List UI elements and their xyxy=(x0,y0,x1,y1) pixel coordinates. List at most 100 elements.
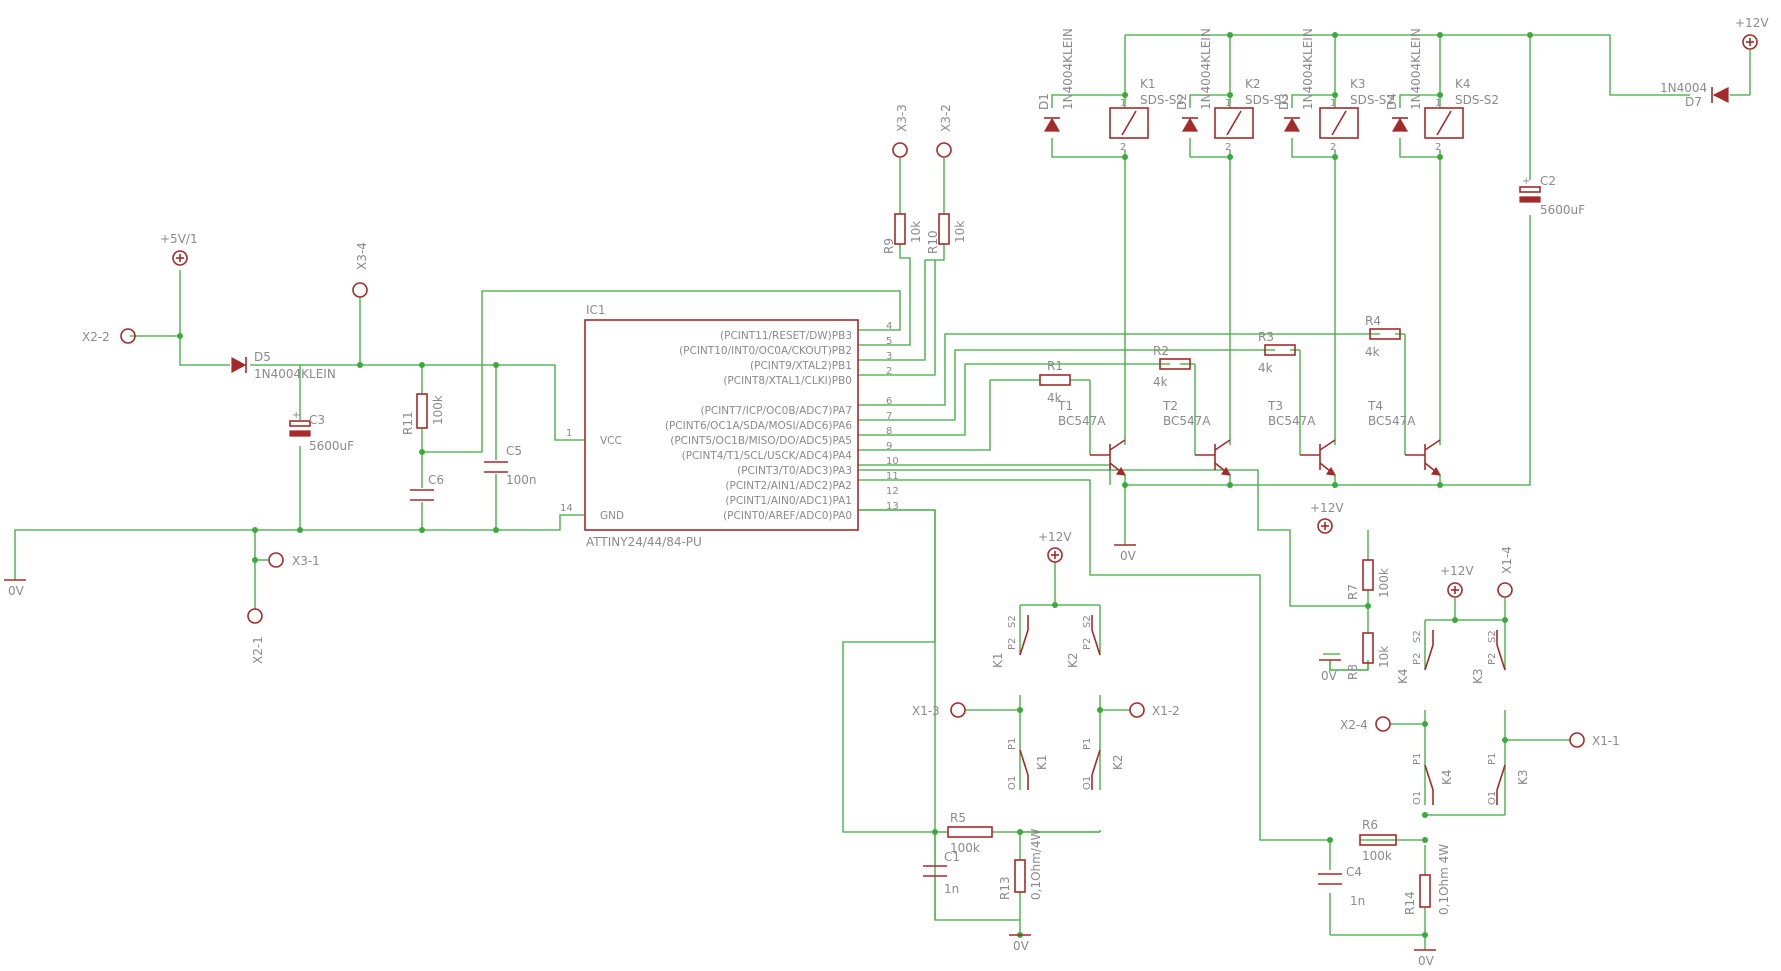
svg-text:P1: P1 xyxy=(1487,753,1498,765)
resistor-r7: R7 100k xyxy=(1346,559,1391,600)
transistor-t2: T2 BC547A xyxy=(1162,399,1232,485)
ic-pin-num: 10 xyxy=(886,456,899,467)
component-ref: T1 xyxy=(1057,399,1073,413)
component-value: 100n xyxy=(506,473,537,487)
connector-x3-2: X3-2 xyxy=(936,104,953,158)
component-ref: R13 xyxy=(998,876,1012,900)
svg-text:2: 2 xyxy=(1225,142,1231,153)
ic-pin-name: (PCINT10/INT0/OC0A/CKOUT)PB2 xyxy=(679,345,852,357)
ground-label: 0V xyxy=(1013,939,1030,953)
component-value: 1n xyxy=(1350,894,1365,908)
svg-text:O1: O1 xyxy=(1082,776,1093,790)
relay-k1: 12 K1 SDS-S2 xyxy=(1109,77,1184,153)
svg-text:P1: P1 xyxy=(1082,738,1093,750)
supply-12v-label: +12V xyxy=(1440,564,1474,578)
contact-k3-lower: P1 O1 K3 xyxy=(1487,753,1530,805)
contact-ref: K1 xyxy=(1035,754,1049,770)
svg-text:1: 1 xyxy=(1225,98,1231,109)
component-ref: R11 xyxy=(401,411,415,435)
contact-k3-upper: P2 S2 K3 xyxy=(1471,630,1506,684)
component-ref: D4 xyxy=(1385,93,1399,110)
svg-text:2: 2 xyxy=(1330,142,1336,153)
component-value: 100k xyxy=(1377,568,1391,598)
resistor-r8: R8 10k xyxy=(1346,632,1391,680)
connector-label: X1-2 xyxy=(1152,704,1180,718)
diode-d4: D4 1N4004KLEIN xyxy=(1385,28,1423,132)
ic-pin-num: 2 xyxy=(886,366,892,377)
svg-text:O1: O1 xyxy=(1487,791,1498,805)
microcontroller-ic1: IC1 ATTINY24/44/84-PU 1 VCC 14 GND 4 (PC… xyxy=(560,303,899,549)
component-ref: C4 xyxy=(1346,865,1362,879)
connector-x2-2: X2-2 xyxy=(82,328,136,344)
connector-x3-1: X3-1 xyxy=(268,552,320,568)
resistor-r6: R6 100k xyxy=(1359,818,1397,863)
ground-left: 0V xyxy=(4,579,26,598)
component-value: 1N4004KLEIN xyxy=(254,367,336,381)
component-ref: D2 xyxy=(1175,93,1189,110)
ic-pin-name: (PCINT5/OC1B/MISO/DO/ADC5)PA5 xyxy=(670,435,852,447)
ground-c1: 0V xyxy=(1009,934,1031,953)
component-value: BC547A xyxy=(1058,414,1106,428)
ground-label: 0V xyxy=(1120,549,1137,563)
component-ref: K3 xyxy=(1350,77,1366,91)
ic-pin-name: (PCINT11/RESET/DW)PB3 xyxy=(720,330,852,342)
ic-pin-name: (PCINT9/XTAL2)PB1 xyxy=(750,360,852,372)
ic-part: ATTINY24/44/84-PU xyxy=(586,535,702,549)
resistor-r2: R2 4k xyxy=(1153,344,1191,389)
ground-label: 0V xyxy=(8,584,25,598)
supply-5v: +5V/1 xyxy=(160,232,198,266)
component-value: 1N4004KLEIN xyxy=(1409,28,1423,110)
connector-label: X3-2 xyxy=(939,104,953,132)
svg-text:S2: S2 xyxy=(1082,615,1093,628)
component-ref: T4 xyxy=(1367,399,1383,413)
supply-12v-contacts1: +12V xyxy=(1038,530,1072,563)
diode-d2: D2 1N4004KLEIN xyxy=(1175,28,1213,132)
ic-pin-name: (PCINT7/ICP/OC0B/ADC7)PA7 xyxy=(700,405,852,417)
resistor-r4: R4 4k xyxy=(1365,314,1401,359)
svg-text:1: 1 xyxy=(1120,98,1126,109)
contact-ref: K3 xyxy=(1471,668,1485,684)
relay-k4: 12 K4 SDS-S2 xyxy=(1424,77,1499,153)
component-ref: R9 xyxy=(882,238,896,254)
connector-x1-3: X1-3 xyxy=(912,702,966,718)
component-ref: R1 xyxy=(1047,359,1063,373)
component-ref: D7 xyxy=(1685,95,1702,109)
connector-label: X3-4 xyxy=(355,242,369,270)
ic-pin-num: 14 xyxy=(560,503,573,514)
svg-text:1: 1 xyxy=(1435,98,1441,109)
contact-ref: K2 xyxy=(1066,652,1080,668)
supply-12v-label: +12V xyxy=(1310,501,1344,515)
component-ref: R8 xyxy=(1346,664,1360,680)
svg-text:P1: P1 xyxy=(1412,753,1423,765)
component-value: 1n xyxy=(944,882,959,896)
connector-label: X2-1 xyxy=(251,636,265,664)
component-value: 1N4004KLEIN xyxy=(1061,28,1075,110)
capacitor-c4: C4 1n xyxy=(1318,865,1365,908)
component-ref: R6 xyxy=(1362,818,1378,832)
component-value: 4k xyxy=(1153,375,1168,389)
supply-5v-label: +5V/1 xyxy=(160,232,198,246)
ic-pin-num: 6 xyxy=(886,396,892,407)
contact-ref: K1 xyxy=(991,652,1005,668)
ic-pin-num: 9 xyxy=(886,441,892,452)
resistor-r5: R5 100k xyxy=(947,811,993,855)
junctions xyxy=(177,32,1533,938)
ground-label: 0V xyxy=(1321,669,1338,683)
ic-pin-name: (PCINT6/OC1A/SDA/MOSI/ADC6)PA6 xyxy=(665,420,852,432)
svg-text:O1: O1 xyxy=(1412,791,1423,805)
ic-pin-num: 13 xyxy=(886,501,899,512)
connector-label: X3-1 xyxy=(292,554,320,568)
component-value: 100k xyxy=(1362,849,1392,863)
connector-label: X2-2 xyxy=(82,330,110,344)
supply-12v-top: +12V xyxy=(1735,16,1769,50)
contact-ref: K3 xyxy=(1516,769,1530,785)
connector-label: X1-1 xyxy=(1592,734,1620,748)
ic-pin-num: 1 xyxy=(566,428,572,439)
component-ref: D3 xyxy=(1277,93,1291,110)
supply-12v-r7: +12V xyxy=(1310,501,1344,534)
component-ref: R4 xyxy=(1365,314,1381,328)
component-ref: R3 xyxy=(1258,330,1274,344)
resistor-r1: R1 4k xyxy=(1039,359,1071,405)
ic-pin-name: (PCINT4/T1/SCL/USCK/ADC4)PA4 xyxy=(682,450,853,462)
